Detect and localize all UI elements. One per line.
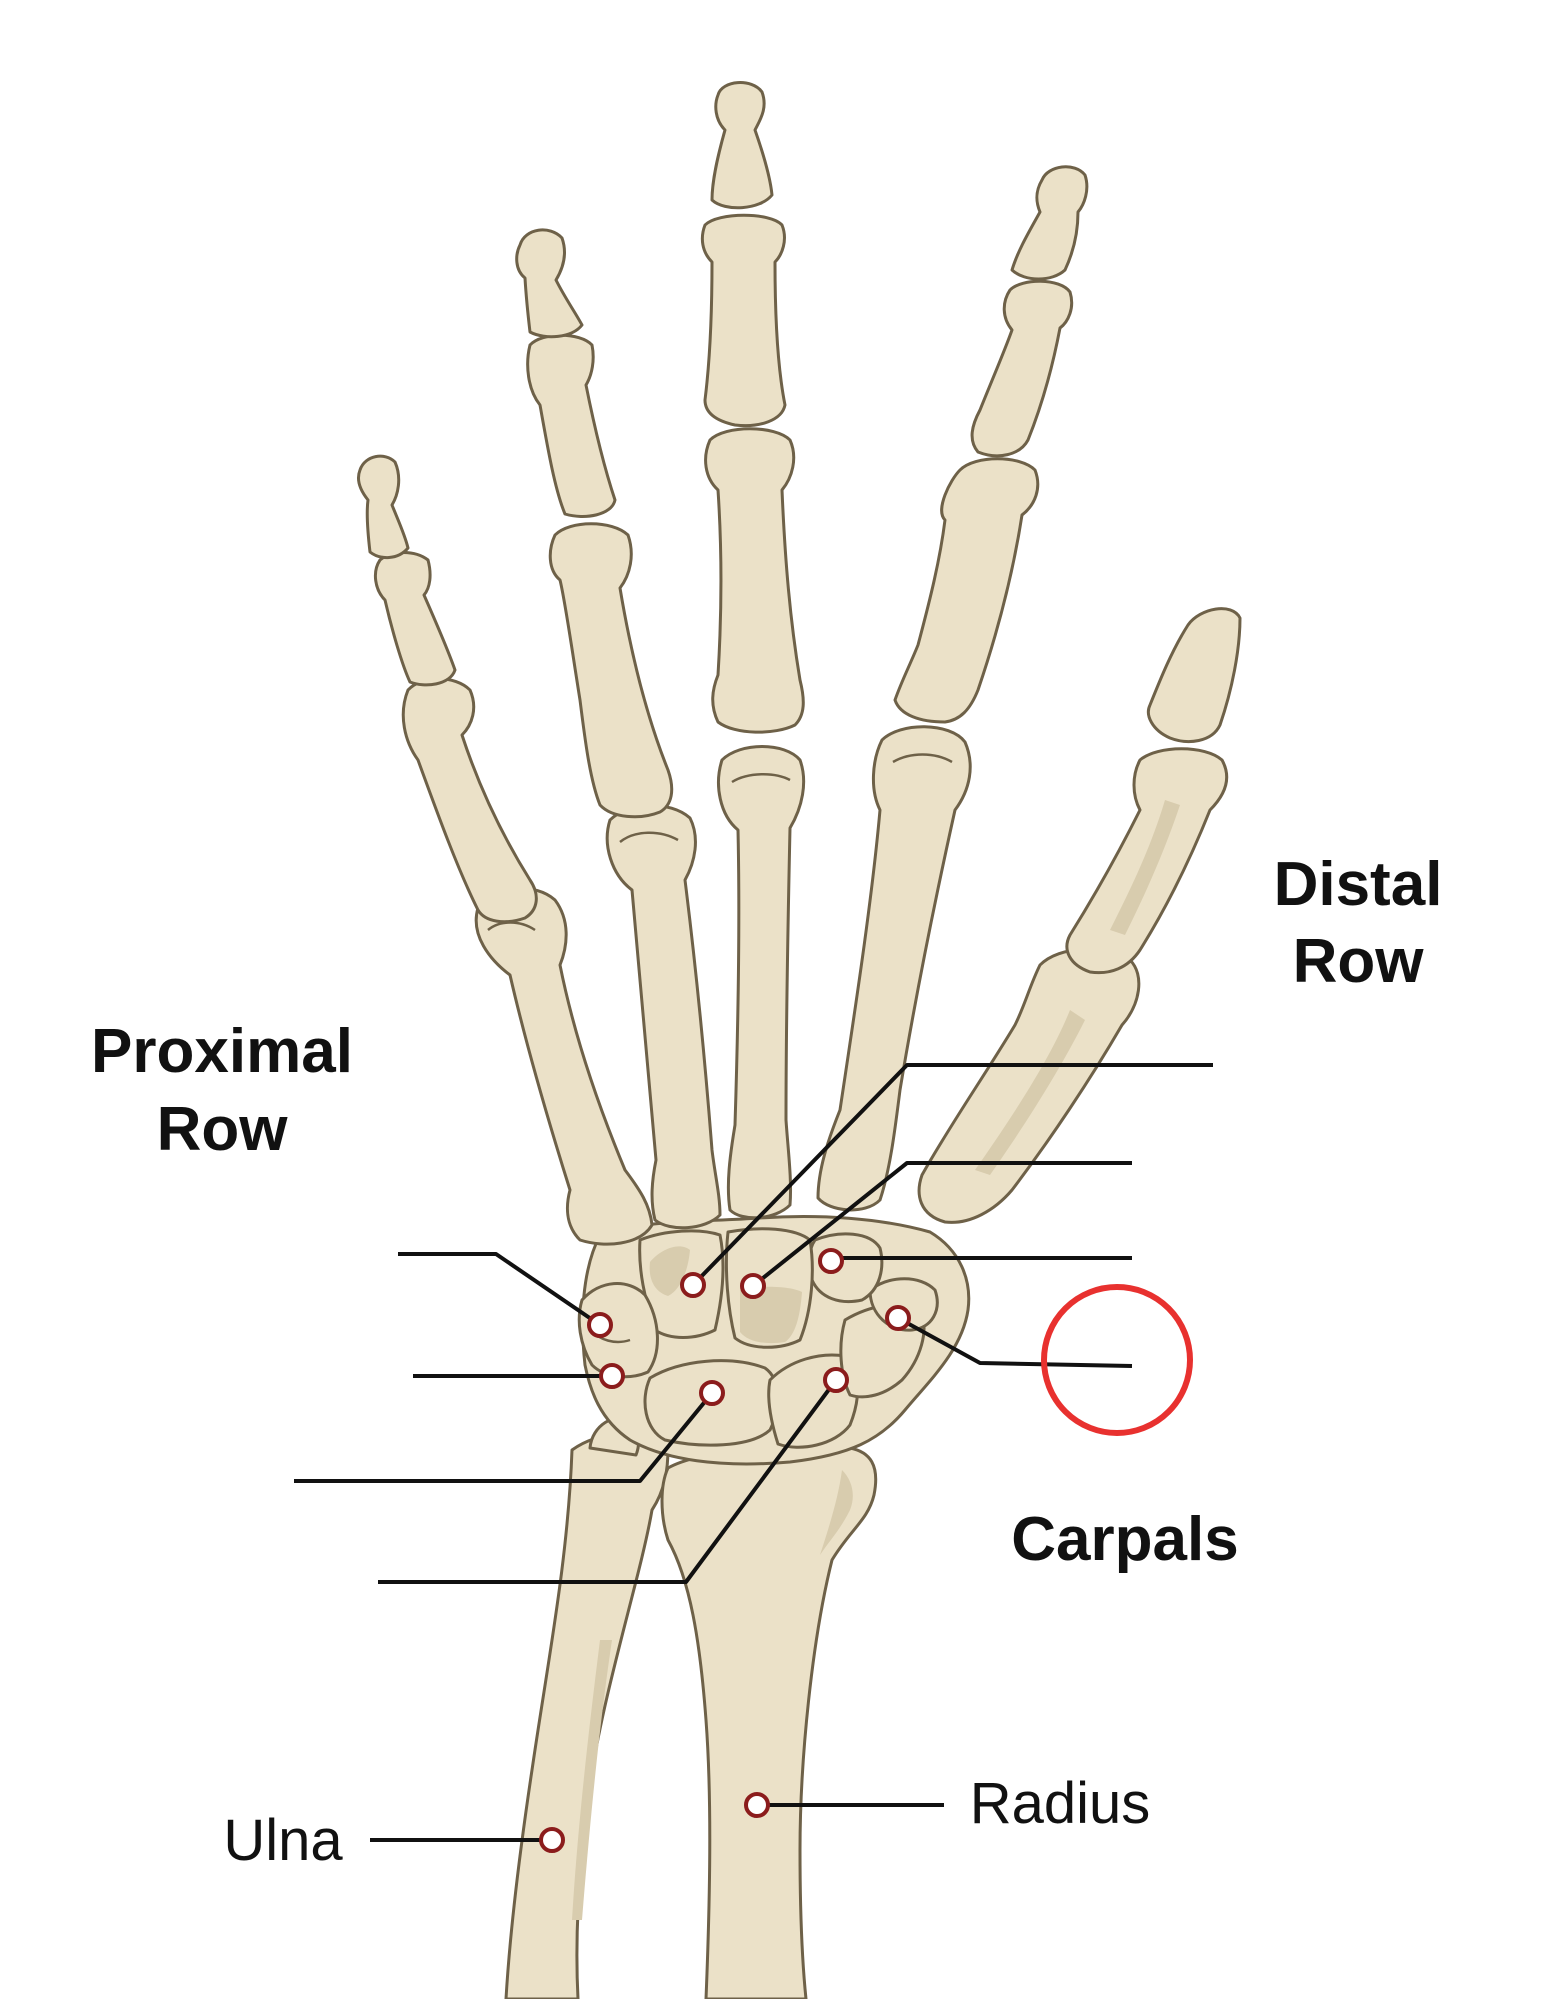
label-proximal-row-line1: Proximal <box>91 1017 353 1086</box>
index-distal-phalanx <box>1010 165 1089 281</box>
carpal-bones <box>577 1215 971 1466</box>
label-carpals: Carpals <box>1011 1505 1238 1574</box>
pin-radius[interactable] <box>744 1792 770 1818</box>
pin-scaphoid[interactable] <box>823 1367 849 1393</box>
metacarpal-5 <box>474 886 654 1246</box>
leader-scaphoid <box>378 1378 838 1584</box>
middle-middle-phalanx <box>700 213 787 428</box>
metacarpal-2 <box>816 725 972 1212</box>
pin-lunate[interactable] <box>699 1380 725 1406</box>
pin-trapezoid[interactable] <box>680 1272 706 1298</box>
label-radius: Radius <box>970 1771 1151 1836</box>
metacarpal-bones <box>474 725 1141 1246</box>
little-distal-phalanx <box>356 454 410 559</box>
highlight-circle <box>1041 1284 1193 1436</box>
metacarpal-4 <box>605 804 722 1230</box>
index-proximal-phalanx <box>893 457 1040 724</box>
label-distal-row-line2: Row <box>1293 927 1425 996</box>
ring-middle-phalanx <box>526 333 617 518</box>
forearm-bones <box>504 1416 878 1999</box>
little-middle-phalanx <box>373 551 457 687</box>
phalanges <box>356 81 1242 975</box>
leader-trapezoid <box>691 1063 1213 1287</box>
middle-proximal-phalanx <box>704 427 805 734</box>
pin-pisiform[interactable] <box>587 1312 613 1338</box>
leader-lines <box>294 1063 1213 1842</box>
pin-triquetrum[interactable] <box>599 1363 625 1389</box>
label-ulna: Ulna <box>223 1808 343 1873</box>
metacarpal-3 <box>717 745 806 1220</box>
little-proximal-phalanx <box>401 677 538 924</box>
index-middle-phalanx <box>970 279 1074 458</box>
leader-capitate <box>751 1161 1132 1288</box>
label-proximal-row-line2: Row <box>157 1095 289 1164</box>
ring-distal-phalanx <box>515 228 584 339</box>
label-distal-row-line1: Distal <box>1274 850 1443 919</box>
trapezium-bone <box>577 1282 659 1379</box>
marker-pins <box>539 1248 911 1853</box>
ulna-bone <box>504 1433 670 1999</box>
ring-proximal-phalanx <box>548 522 674 819</box>
middle-distal-phalanx <box>710 81 774 210</box>
pin-ulna[interactable] <box>539 1827 565 1853</box>
pin-trapezium[interactable] <box>818 1248 844 1274</box>
pin-capitate[interactable] <box>740 1273 766 1299</box>
leader-pisiform <box>398 1252 602 1327</box>
metacarpal-1 <box>917 947 1141 1224</box>
text-labels: Distal Row Proximal Row Carpals Ulna Rad… <box>91 850 1442 1873</box>
radius-bone <box>660 1445 878 1999</box>
thumb-distal-phalanx <box>1146 607 1242 743</box>
pin-hamate[interactable] <box>885 1305 911 1331</box>
leader-lunate <box>294 1391 714 1483</box>
leader-hamate-target <box>897 1316 1133 1368</box>
